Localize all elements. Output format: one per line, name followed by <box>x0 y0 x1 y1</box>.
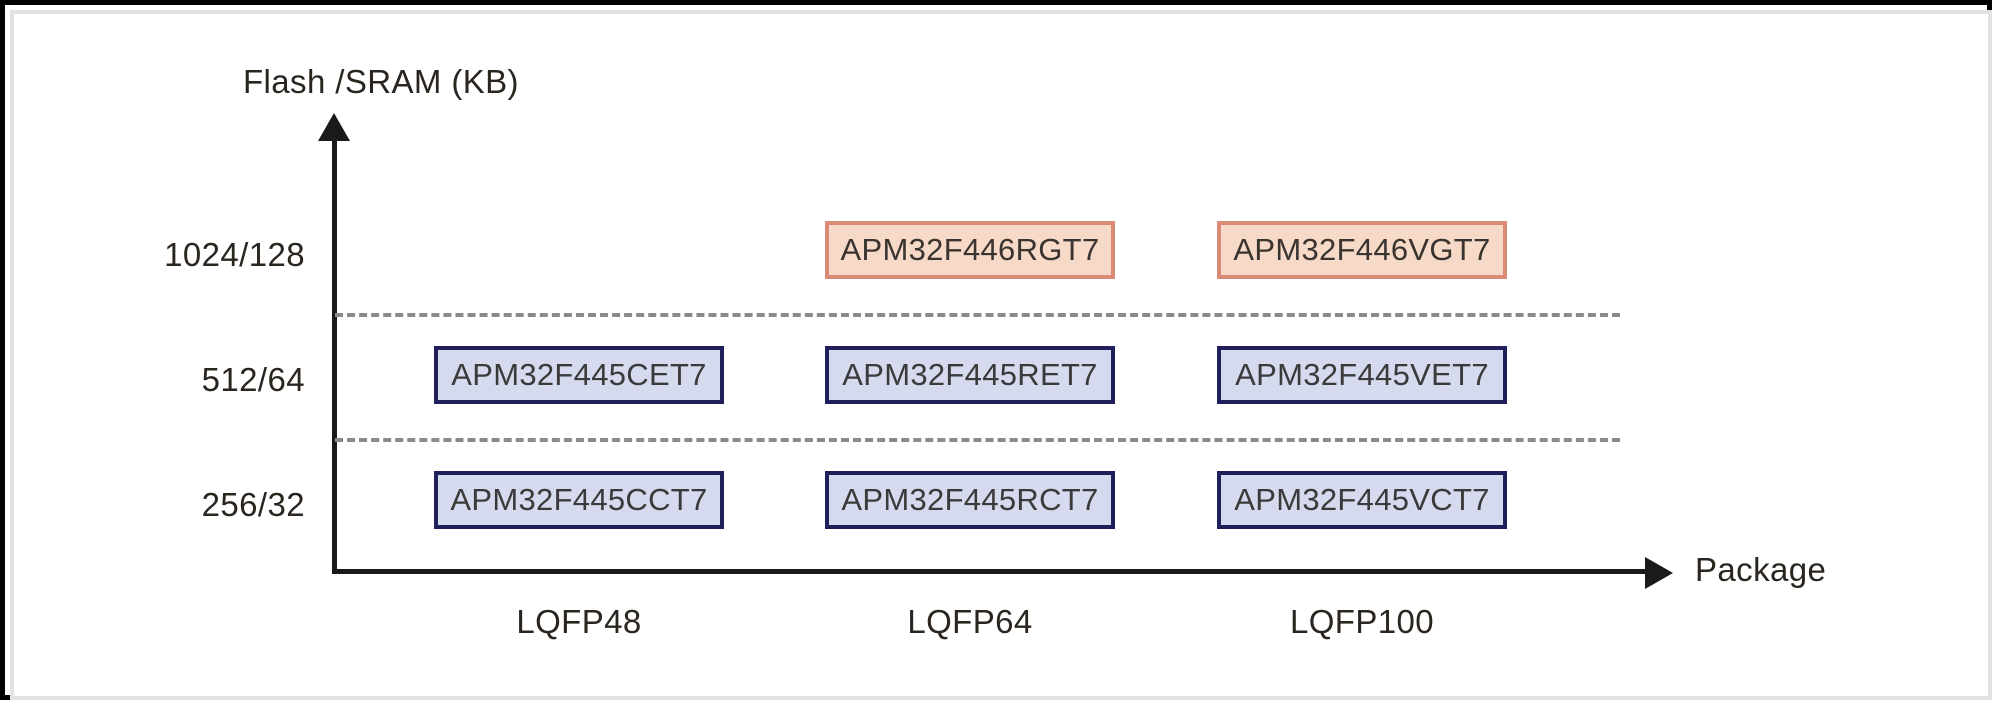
y-axis-title: Flash /SRAM (KB) <box>243 63 519 100</box>
x-tick-label-lqfp48: LQFP48 <box>516 603 642 640</box>
part-box[interactable]: APM32F445RET7 <box>825 346 1115 404</box>
x-axis-title: Package <box>1695 551 1827 588</box>
x-axis-line <box>332 569 1650 574</box>
gridline-dashed-lower <box>335 438 1620 442</box>
gridline-dashed-upper <box>335 313 1620 317</box>
y-axis-tick-labels: 1024/128 512/64 256/32 <box>15 5 305 705</box>
part-box[interactable]: APM32F445VCT7 <box>1217 471 1507 529</box>
y-axis-line <box>332 137 337 574</box>
x-tick-label-lqfp100: LQFP100 <box>1289 603 1435 640</box>
part-box[interactable]: APM32F446RGT7 <box>825 221 1115 279</box>
y-axis-arrow-icon <box>318 113 350 141</box>
part-box[interactable]: APM32F445VET7 <box>1217 346 1507 404</box>
part-box[interactable]: APM32F445CET7 <box>434 346 724 404</box>
part-box[interactable]: APM32F445CCT7 <box>434 471 724 529</box>
x-tick-label-lqfp64: LQFP64 <box>907 603 1033 640</box>
part-box[interactable]: APM32F445RCT7 <box>825 471 1115 529</box>
y-tick-label-256-32: 256/32 <box>201 486 305 523</box>
x-axis-arrow-icon <box>1645 557 1673 589</box>
y-tick-label-512-64: 512/64 <box>201 361 305 398</box>
product-matrix-diagram: Flash /SRAM (KB) Package 1024/128 512/64… <box>5 5 1992 705</box>
y-tick-label-1024-128: 1024/128 <box>164 236 305 273</box>
part-box[interactable]: APM32F446VGT7 <box>1217 221 1507 279</box>
